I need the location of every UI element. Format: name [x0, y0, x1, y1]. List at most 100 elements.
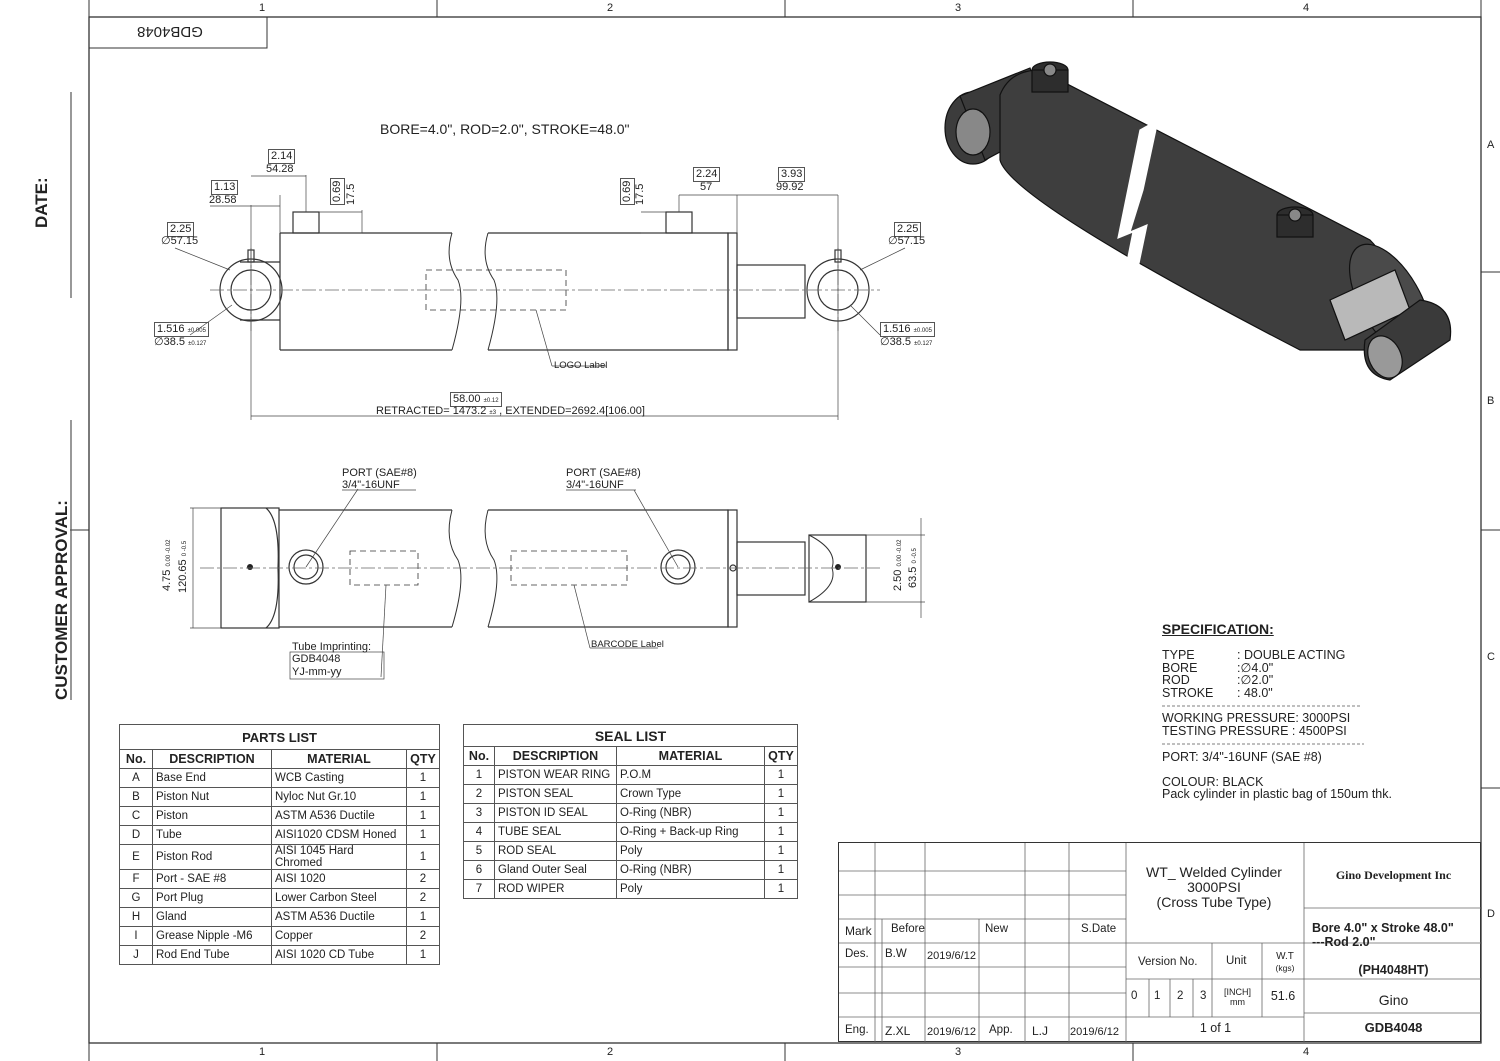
seal-list-title: SEAL LIST — [463, 724, 798, 747]
parts-cell: Piston — [152, 806, 272, 826]
parts-cell: 1 — [406, 806, 440, 826]
dim-120-65: 120.65 0 -0.5 — [177, 540, 189, 593]
seal-cell: ROD WIPER — [494, 879, 617, 899]
dim-1-516-left: 1.516 ±0.005 — [154, 322, 209, 337]
version-1: 1 — [1154, 990, 1161, 1002]
part-number: (PH4048HT) — [1358, 963, 1429, 977]
weight-value: 51.6 — [1270, 989, 1296, 1003]
spec-stroke-key: STROKE — [1162, 686, 1214, 701]
spec-bore-key: BORE — [1162, 660, 1198, 675]
drawing-code-box: GDB4048 — [137, 23, 203, 40]
cylinder-3d-view — [944, 61, 1452, 381]
spec-rod-key: ROD — [1162, 673, 1190, 688]
row-label-d: D — [1487, 908, 1495, 920]
seal-list-table: SEAL LIST No. DESCRIPTION MATERIAL QTY 1… — [463, 724, 798, 899]
spec-type-key: TYPE — [1162, 648, 1195, 662]
dim-0-69-a: 0.69 — [330, 177, 345, 205]
seal-cell: 4 — [463, 822, 495, 842]
parts-cell: A — [119, 768, 153, 788]
parts-cell: 1 — [406, 768, 440, 788]
seal-cell: PISTON WEAR RING — [494, 765, 617, 785]
seal-cell: O-Ring + Back-up Ring — [616, 822, 765, 842]
parts-cell: Nyloc Nut Gr.10 — [271, 787, 407, 807]
parts-cell: Piston Rod — [152, 844, 272, 870]
seal-cell: P.O.M — [616, 765, 765, 785]
parts-cell: Rod End Tube — [152, 945, 272, 965]
col-label-4-bottom: 4 — [1303, 1046, 1310, 1058]
seal-cell: 1 — [764, 803, 798, 823]
parts-header-material: MATERIAL — [271, 749, 407, 769]
parts-cell: 1 — [406, 787, 440, 807]
version-3: 3 — [1200, 990, 1207, 1002]
dim-2-50: 2.50 0.00 -0.02 — [892, 539, 904, 591]
parts-cell: D — [119, 825, 153, 845]
parts-cell: Base End — [152, 768, 272, 788]
seal-header-description: DESCRIPTION — [494, 746, 617, 766]
seal-cell: O-Ring (NBR) — [616, 860, 765, 880]
version-label: Version No. — [1138, 956, 1198, 968]
customer-approval-label: CUSTOMER APPROVAL: — [52, 500, 71, 700]
wt-unit: (kgs) — [1275, 963, 1295, 973]
dim-38-5-left: ∅38.5 ±0.127 — [154, 336, 207, 348]
parts-cell: AISI 1020 CD Tube — [271, 945, 407, 965]
wt-label: W.T — [1276, 951, 1294, 962]
row-label-b: B — [1487, 395, 1495, 407]
desc-line-1: Bore 4.0" x Stroke 48.0" — [1312, 921, 1454, 935]
eng-label: Eng. — [845, 1024, 869, 1036]
parts-cell: Grease Nipple -M6 — [152, 926, 272, 946]
parts-cell: 1 — [406, 945, 440, 965]
before-label: Before — [891, 923, 925, 935]
parts-cell: Tube — [152, 825, 272, 845]
dim-17-5-b: 17.5 — [634, 183, 646, 205]
dim-54-28: 54.28 — [266, 163, 294, 175]
tube-imprint-line-2: YJ-mm-yy — [292, 666, 342, 678]
unit-label: Unit — [1226, 955, 1247, 967]
spec-port: PORT: 3/4"-16UNF (SAE #8) — [1162, 750, 1322, 764]
dim-2-14: 2.14 — [268, 149, 296, 164]
parts-cell: AISI 1045 Hard Chromed — [271, 844, 407, 870]
spec-title: SPECIFICATION: — [1162, 621, 1274, 637]
parts-cell: Lower Carbon Steel — [271, 888, 407, 908]
parts-list-table: PARTS LIST No. DESCRIPTION MATERIAL QTY … — [119, 724, 440, 965]
seal-cell: Crown Type — [616, 784, 765, 804]
parts-cell: Copper — [271, 926, 407, 946]
parts-cell: G — [119, 888, 153, 908]
parts-header-no: No. — [119, 749, 153, 769]
sheet-number: 1 of 1 — [1199, 1021, 1232, 1035]
logo-label: LOGO Label — [554, 360, 608, 371]
dim-3-93: 3.93 — [778, 167, 806, 182]
parts-cell: AISI 1020 — [271, 869, 407, 889]
dim-1-516-right: 1.516 ±0.005 — [880, 322, 935, 337]
title-name-1: WT_ Welded Cylinder — [1146, 864, 1282, 880]
parts-cell: F — [119, 869, 153, 889]
seal-cell: 7 — [463, 879, 495, 899]
tube-imprint-line-1: GDB4048 — [292, 653, 341, 665]
mark-label: Mark — [845, 924, 872, 938]
parts-cell: H — [119, 907, 153, 927]
parts-cell: 1 — [406, 844, 440, 870]
seal-cell: Gland Outer Seal — [494, 860, 617, 880]
seal-header-no: No. — [463, 746, 495, 766]
dim-0-69-b: 0.69 — [620, 177, 635, 205]
seal-cell: PISTON SEAL — [494, 784, 617, 804]
spec-stroke-value: : 48.0" — [1237, 686, 1273, 701]
dim-57-15-left: ∅57.15 — [161, 235, 199, 247]
col-label-4: 4 — [1303, 2, 1310, 14]
parts-cell: 2 — [406, 869, 440, 889]
app-label: App. — [989, 1024, 1013, 1036]
date-label: DATE: — [32, 177, 51, 228]
app-date: 2019/6/12 — [1070, 1026, 1119, 1038]
